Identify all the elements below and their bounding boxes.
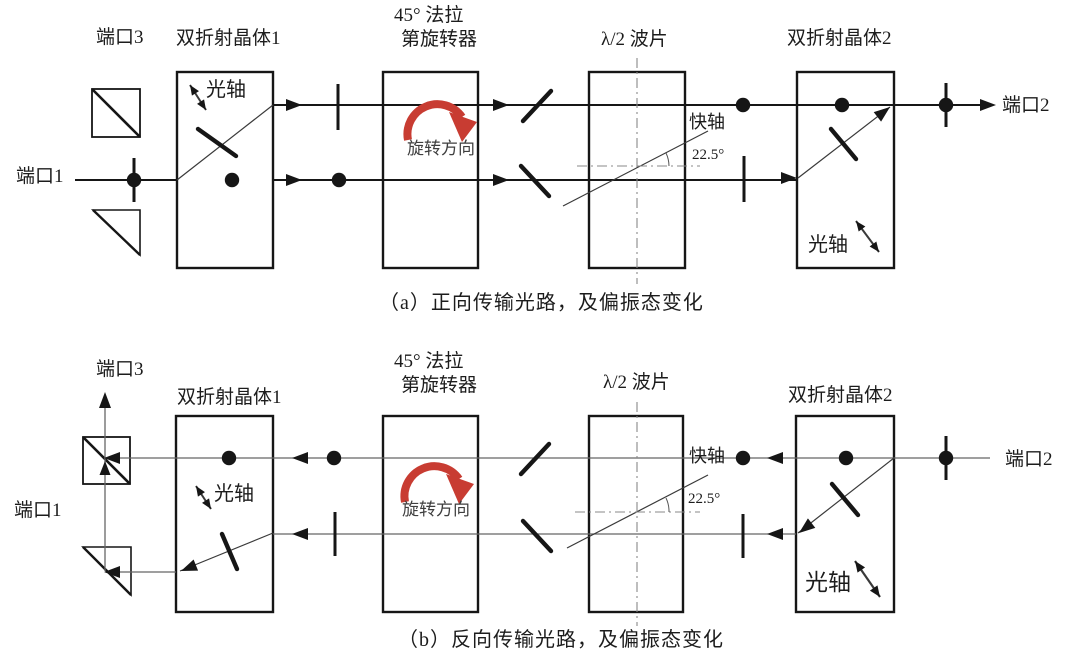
reverse-diagram-shapes xyxy=(81,392,990,626)
rotation-direction-label-forward: 旋转方向 xyxy=(407,139,475,158)
angle-arc xyxy=(665,497,670,513)
faraday-label-line2-reverse: 第旋转器 xyxy=(401,375,478,396)
port3-splitter-cube-forward xyxy=(91,88,141,138)
crystal2-label-reverse: 双折射晶体2 xyxy=(788,385,893,406)
angle-arc xyxy=(665,152,670,167)
splitter-diagonal-reverse xyxy=(82,436,131,485)
axis-arrowhead xyxy=(869,585,880,597)
half-waveplate-box-reverse xyxy=(587,414,685,614)
faraday-rotator-box-forward xyxy=(381,70,480,270)
angle-label-reverse: 22.5° xyxy=(688,491,721,507)
crystal1-label-forward: 双折射晶体1 xyxy=(176,28,281,49)
arrowhead-right xyxy=(286,174,302,186)
optical-axis-label-crystal2-forward: 光轴 xyxy=(808,234,848,256)
waveplate-label-reverse: λ/2 波片 xyxy=(603,372,670,393)
arrowhead-left xyxy=(767,452,783,464)
arrowhead-port2 xyxy=(980,99,996,111)
polarization-dot xyxy=(834,97,850,113)
faraday-rotator-box-reverse xyxy=(381,414,480,614)
axis-arrowhead xyxy=(856,221,866,232)
arrowhead-up-port3 xyxy=(99,392,111,408)
crystal2-label-forward: 双折射晶体2 xyxy=(787,28,892,49)
arrowhead-right xyxy=(286,99,302,111)
arrowhead-left xyxy=(767,528,783,540)
arrowhead-right xyxy=(781,172,797,184)
polarization-dot xyxy=(735,450,751,466)
rotation-arrow-arc xyxy=(400,462,463,503)
fast-axis-line xyxy=(562,130,709,207)
crystal2-box-forward xyxy=(795,70,896,270)
polarization-dot xyxy=(838,450,854,466)
port2-label-reverse: 端口2 xyxy=(1005,449,1053,470)
arrowhead-right xyxy=(493,99,509,111)
angle-label-forward: 22.5° xyxy=(692,147,725,163)
caption-forward: （a）正向传输光路，及偏振态变化 xyxy=(379,292,704,314)
rotation-arrowhead xyxy=(449,112,477,142)
port1-label-forward: 端口1 xyxy=(16,166,64,187)
axis-arrowhead xyxy=(190,85,199,96)
polarization-slash xyxy=(520,88,554,124)
port2-label-forward: 端口2 xyxy=(1002,95,1050,116)
axis-arrowhead xyxy=(869,241,879,252)
arrowhead-right xyxy=(493,174,509,186)
rotation-arrow-arc xyxy=(403,100,466,141)
crystal1-box-reverse xyxy=(174,414,275,614)
polarization-dot xyxy=(224,172,240,188)
rotation-arrowhead xyxy=(446,474,474,504)
port3-splitter-cube-reverse xyxy=(82,436,131,485)
crystal2-walkoff-beam-reverse xyxy=(797,457,895,534)
crystal1-walkoff-beam-forward xyxy=(176,104,274,181)
port3-label-reverse: 端口3 xyxy=(96,359,144,380)
arrowhead-left xyxy=(104,566,120,578)
optical-axis-label-crystal1-reverse: 光轴 xyxy=(214,483,254,505)
arrowhead-up xyxy=(99,461,111,475)
crystal1-box-forward xyxy=(175,70,275,270)
polarization-dot xyxy=(326,450,342,466)
faraday-label-line2-forward: 第旋转器 xyxy=(401,29,478,50)
optical-axis-label-crystal1-forward: 光轴 xyxy=(206,79,246,101)
faraday-label-line1-reverse: 45° 法拉 xyxy=(394,351,464,372)
polarization-slash-walkoff xyxy=(829,481,861,518)
caption-reverse: （b）反向传输光路，及偏振态变化 xyxy=(398,629,724,651)
polarization-slash-walkoff xyxy=(828,126,859,162)
port1-label-reverse: 端口1 xyxy=(14,500,62,521)
polarization-slash xyxy=(518,441,552,477)
rotation-direction-label-reverse: 旋转方向 xyxy=(402,500,470,519)
port3-label-forward: 端口3 xyxy=(96,27,144,48)
axis-arrowhead xyxy=(197,99,206,110)
arrowhead-left xyxy=(292,528,308,540)
polarization-slash xyxy=(518,163,552,199)
axis-arrowhead xyxy=(855,561,866,573)
arrowhead-walkoff xyxy=(799,518,816,533)
polarization-slash xyxy=(520,518,554,554)
fast-axis-label-reverse: 快轴 xyxy=(689,446,725,466)
polarization-slash-walkoff xyxy=(219,531,240,572)
splitter-diagonal-forward xyxy=(91,88,141,138)
polarization-dot xyxy=(331,172,347,188)
arrowhead-left xyxy=(104,452,120,464)
waveplate-label-forward: λ/2 波片 xyxy=(601,29,668,50)
polarization-dot xyxy=(221,450,237,466)
crystal1-label-reverse: 双折射晶体1 xyxy=(177,387,282,408)
arrowhead-walkoff xyxy=(181,559,199,571)
arrowhead-walkoff xyxy=(873,107,890,122)
axis-arrowhead xyxy=(196,486,205,497)
prism-hypotenuse-forward xyxy=(92,209,141,256)
polarization-slash-walkoff xyxy=(195,126,239,159)
forward-diagram-shapes xyxy=(75,58,996,284)
axis-arrowhead xyxy=(202,498,211,509)
fast-axis-label-forward: 快轴 xyxy=(689,112,725,132)
polarization-dot xyxy=(735,97,751,113)
crystal2-box-reverse xyxy=(794,414,896,614)
arrowhead-left xyxy=(292,452,308,464)
faraday-label-line1-forward: 45° 法拉 xyxy=(394,5,464,26)
optical-axis-label-crystal2-reverse: 光轴 xyxy=(805,570,851,595)
